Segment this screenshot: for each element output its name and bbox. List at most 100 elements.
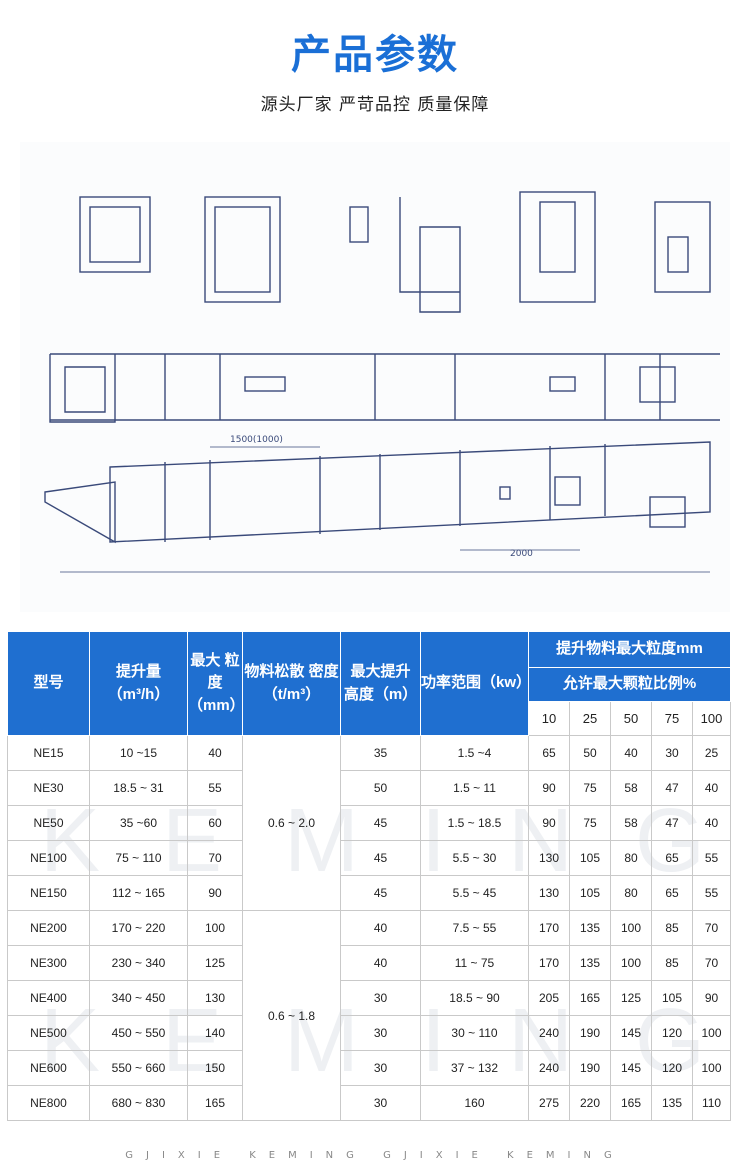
page-subtitle: 源头厂家 严苛品控 质量保障 [260,95,490,115]
table-cell: 170 [528,910,570,946]
table-cell: 25 [691,735,732,771]
header-density: 物料松散 密度（t/m³） [242,631,341,736]
table-cell: 450 ~ 550 [89,1015,188,1051]
table-cell: 165 [569,980,611,1016]
table-cell: 50 [340,770,421,806]
table-cell: 50 [569,735,611,771]
table-cell: NE200 [7,910,90,946]
table-cell: 135 [651,1085,693,1121]
table-cell: 75 ~ 110 [89,840,188,876]
table-cell: 100 [187,910,243,946]
table-cell: 90 [528,770,570,806]
table-cell: NE600 [7,1050,90,1086]
dim-1500: 1500(1000) [230,435,283,445]
table-cell: 230 ~ 340 [89,945,188,981]
dim-2000: 2000 [510,549,533,559]
table-cell: 275 [528,1085,570,1121]
table-cell: 30 [340,1085,421,1121]
table-cell: 105 [651,980,693,1016]
table-cell: 100 [691,1050,732,1086]
table-cell: NE300 [7,945,90,981]
table-cell: 105 [569,840,611,876]
table-cell: 7.5 ~ 55 [420,910,529,946]
table-cell: 40 [340,910,421,946]
table-cell: 35 ~60 [89,805,188,841]
table-cell: 10 ~15 [89,735,188,771]
table-cell: 165 [610,1085,652,1121]
header-capacity: 提升量 （m³/h） [89,631,188,736]
header-max-size: 最大 粒度 （mm） [187,631,245,736]
table-cell: 135 [569,945,611,981]
table-cell: 550 ~ 660 [89,1050,188,1086]
table-cell: 1.5 ~ 11 [420,770,529,806]
table-cell: 145 [610,1015,652,1051]
header-pct-50: 50 [610,701,652,736]
table-cell: 110 [691,1085,732,1121]
table-cell: 125 [610,980,652,1016]
table-cell: 40 [691,770,732,806]
table-cell: 80 [610,875,652,911]
table-cell: 240 [528,1015,570,1051]
table-cell: 45 [340,875,421,911]
table-cell: 130 [528,875,570,911]
table-cell: 170 ~ 220 [89,910,188,946]
table-cell: 47 [651,805,693,841]
header-pct-25: 25 [569,701,611,736]
table-cell: 40 [691,805,732,841]
table-cell: 85 [651,945,693,981]
table-cell: 100 [610,945,652,981]
table-cell: 18.5 ~ 31 [89,770,188,806]
density-cell: 0.6 ~ 1.8 [242,910,341,1121]
table-cell: 170 [528,945,570,981]
table-cell: 30 [340,1050,421,1086]
table-cell: 58 [610,770,652,806]
spec-table: 型号 提升量 （m³/h） 最大 粒度 （mm） 物料松散 密度（t/m³） 最… [7,631,732,1121]
technical-drawing: 2000 1500(1000) [20,142,730,612]
table-cell: 70 [691,945,732,981]
table-cell: 30 [651,735,693,771]
table-cell: 70 [691,910,732,946]
table-cell: NE50 [7,805,90,841]
table-cell: 45 [340,805,421,841]
table-cell: 11 ~ 75 [420,945,529,981]
table-cell: NE800 [7,1085,90,1121]
table-cell: 205 [528,980,570,1016]
table-cell: 220 [569,1085,611,1121]
footer-text: GJIXIE KEMING GJIXIE KEMING [125,1150,625,1161]
header-pct-10: 10 [528,701,570,736]
table-cell: 160 [420,1085,529,1121]
table-cell: NE400 [7,980,90,1016]
header-power: 功率范围（kw） [420,631,531,736]
header-max-height: 最大提升 高度（m） [340,631,421,736]
table-cell: 680 ~ 830 [89,1085,188,1121]
table-cell: 190 [569,1050,611,1086]
header-pct-100: 100 [691,701,732,736]
table-cell: 30 [340,1015,421,1051]
table-cell: 60 [187,805,243,841]
table-cell: 55 [691,875,732,911]
table-cell: 140 [187,1015,243,1051]
table-cell: 40 [340,945,421,981]
table-cell: 135 [569,910,611,946]
table-cell: 105 [569,875,611,911]
table-cell: 65 [651,840,693,876]
table-cell: 75 [569,805,611,841]
table-cell: 120 [651,1050,693,1086]
table-cell: 65 [528,735,570,771]
header-pct-75: 75 [651,701,693,736]
table-cell: 125 [187,945,243,981]
table-cell: 65 [651,875,693,911]
table-cell: 75 [569,770,611,806]
table-cell: 30 [340,980,421,1016]
table-cell: 90 [187,875,243,911]
table-cell: 18.5 ~ 90 [420,980,529,1016]
table-cell: 5.5 ~ 30 [420,840,529,876]
header-model: 型号 [7,631,90,736]
table-cell: 1.5 ~ 18.5 [420,805,529,841]
